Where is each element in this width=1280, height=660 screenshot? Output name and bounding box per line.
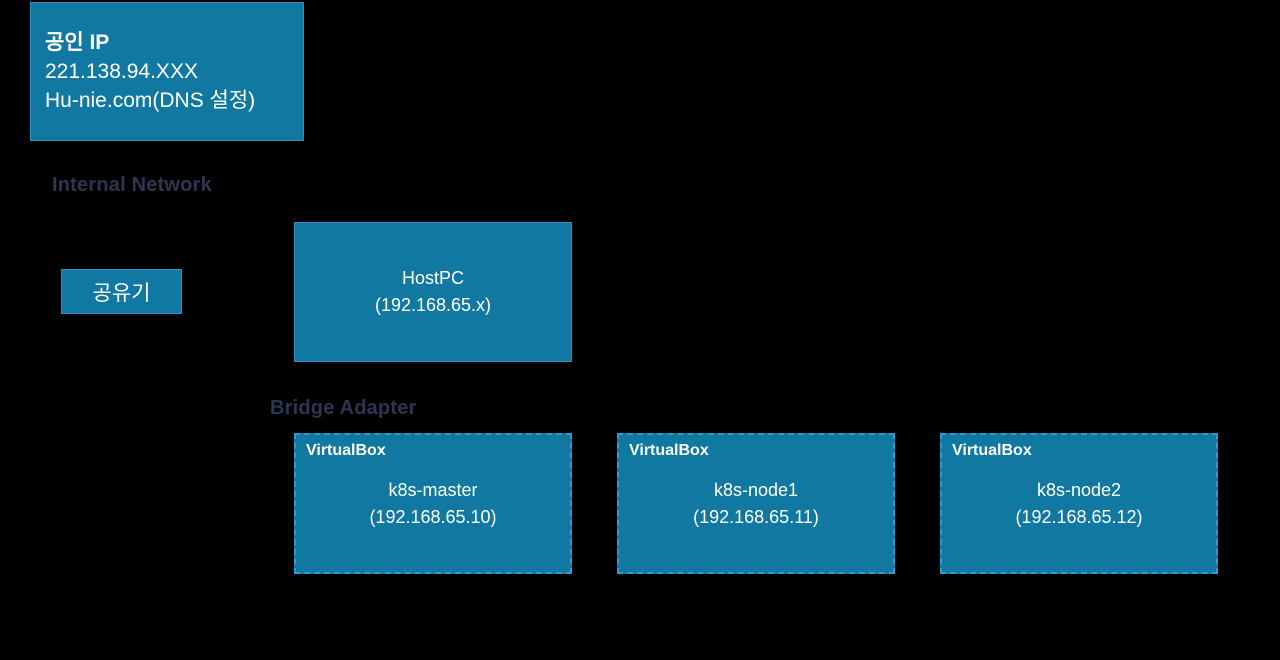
- hostpc-box: HostPC (192.168.65.x): [294, 222, 572, 362]
- public-ip-domain: Hu-nie.com(DNS 설정): [45, 89, 256, 112]
- public-ip-box: 공인 IP 221.138.94.XXX Hu-nie.com(DNS 설정): [30, 2, 304, 141]
- public-ip-address: 221.138.94.XXX: [45, 60, 198, 83]
- virtualbox-k8s-node2: VirtualBox k8s-node2 (192.168.65.12): [940, 433, 1218, 574]
- virtualbox-label: VirtualBox: [306, 442, 386, 459]
- internal-network-label: Internal Network: [52, 174, 212, 196]
- router-box: 공유기: [61, 269, 182, 314]
- vm-ip: (192.168.65.11): [693, 506, 819, 527]
- vm-content: k8s-node1 (192.168.65.11): [619, 435, 893, 572]
- virtualbox-k8s-master: VirtualBox k8s-master (192.168.65.10): [294, 433, 572, 574]
- router-label: 공유기: [92, 281, 151, 305]
- public-ip-title: 공인 IP: [45, 31, 110, 54]
- virtualbox-k8s-node1: VirtualBox k8s-node1 (192.168.65.11): [617, 433, 895, 574]
- vm-content: k8s-master (192.168.65.10): [296, 435, 570, 572]
- vm-content: k8s-node2 (192.168.65.12): [942, 435, 1216, 572]
- bridge-adapter-label: Bridge Adapter: [270, 397, 417, 419]
- vm-name: k8s-node2: [1036, 479, 1122, 500]
- vm-ip: (192.168.65.12): [1015, 506, 1143, 527]
- virtualbox-label: VirtualBox: [629, 442, 709, 459]
- vm-name: k8s-master: [388, 479, 478, 500]
- hostpc-name: HostPC: [401, 268, 464, 288]
- virtualbox-label: VirtualBox: [952, 442, 1032, 459]
- hostpc-ip: (192.168.65.x): [374, 295, 492, 315]
- vm-ip: (192.168.65.10): [369, 506, 497, 527]
- vm-name: k8s-node1: [713, 479, 799, 500]
